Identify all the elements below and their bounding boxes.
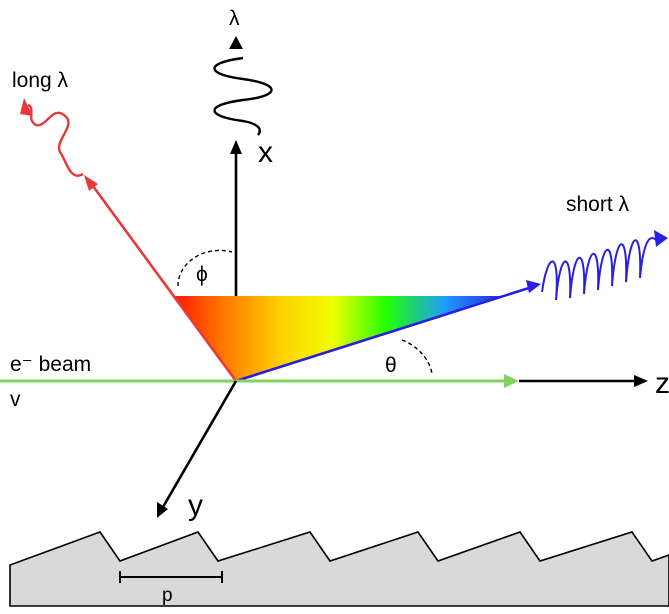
short-wave-arrowhead — [654, 230, 668, 247]
phi-angle-arc — [177, 249, 233, 287]
diffraction-grating — [9, 531, 669, 607]
lambda-top-label: λ — [229, 7, 240, 30]
short-wavelength-ray — [235, 285, 533, 383]
phi-label: ϕ — [196, 263, 208, 286]
y-axis — [161, 380, 238, 508]
z-axis-label: z — [655, 367, 669, 400]
y-axis-label: y — [188, 489, 203, 522]
velocity-label: v — [10, 388, 21, 411]
short-wavelength-wave — [541, 237, 657, 301]
short-lambda-label: short λ — [566, 193, 630, 216]
short-ray-arrowhead — [526, 280, 541, 293]
long-wavelength-ray — [88, 181, 238, 382]
z-axis-arrowhead — [634, 375, 648, 387]
long-wavelength-wave — [27, 103, 84, 177]
x-axis-arrowhead — [230, 140, 242, 154]
emission-spectrum-fan — [175, 296, 505, 381]
long-ray-arrowhead — [84, 175, 98, 191]
long-lambda-label: long λ — [12, 69, 69, 92]
period-label: p — [162, 585, 173, 606]
wave-vertical-arrowhead — [229, 36, 243, 49]
theta-angle-arc — [401, 339, 433, 375]
electron-beam-arrowhead — [504, 374, 519, 388]
long-wave-arrowhead — [20, 98, 33, 116]
x-axis-label: x — [258, 136, 273, 169]
beam-label: e⁻ beam — [10, 353, 91, 376]
emitted-wave-vertical — [213, 56, 273, 136]
theta-label: θ — [385, 354, 397, 377]
y-axis-arrowhead — [157, 502, 168, 518]
